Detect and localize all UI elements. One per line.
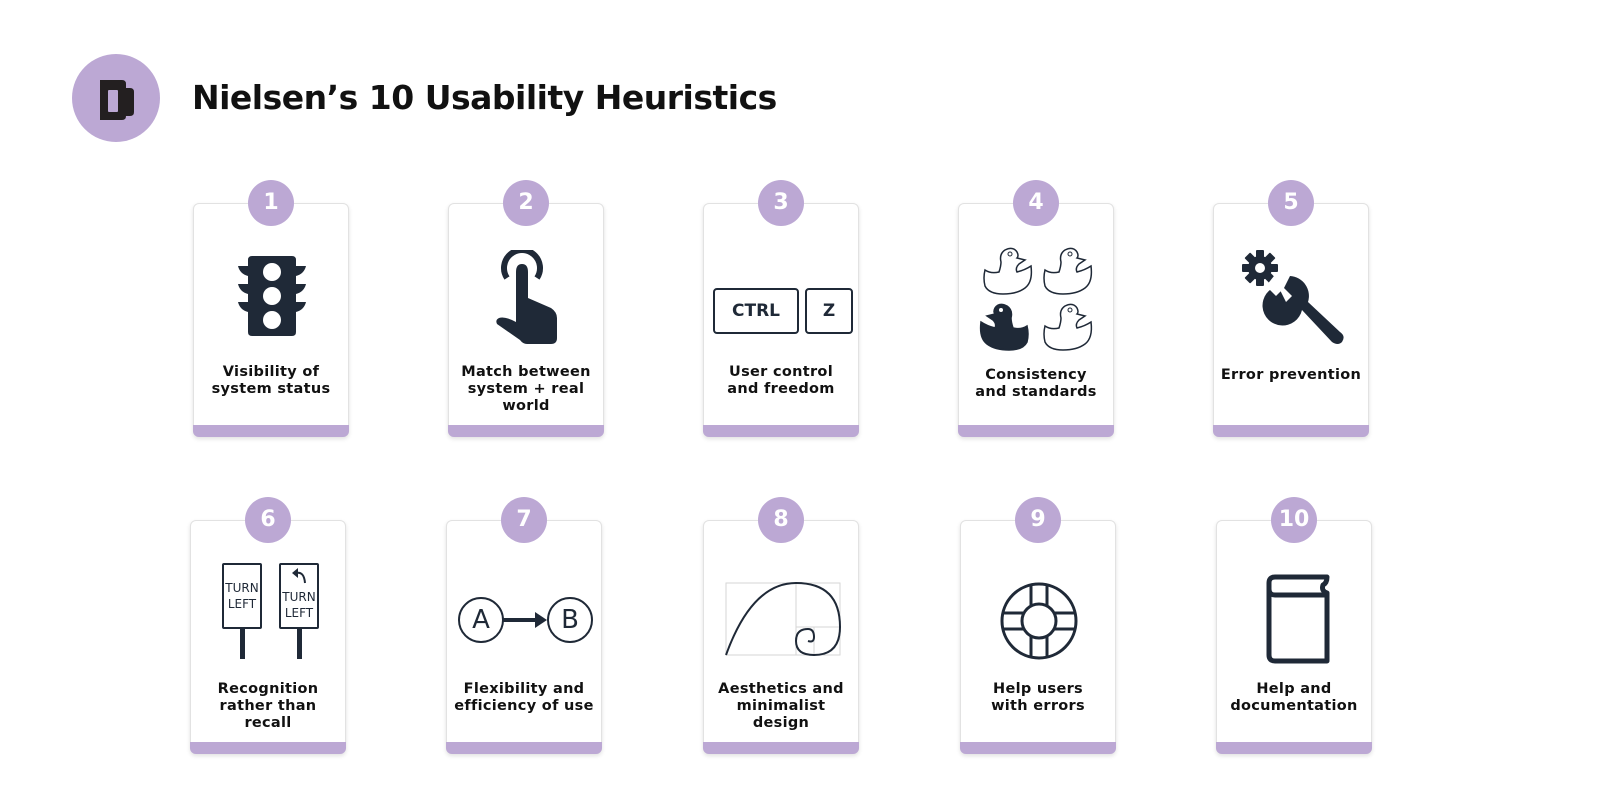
a-to-b-icon: A B [447, 597, 603, 647]
heuristic-label: Error prevention [1220, 367, 1362, 383]
ducks-icon [959, 244, 1115, 354]
gear-wrench-icon [1214, 248, 1370, 358]
sign-post [297, 629, 302, 659]
number-badge: 5 [1268, 180, 1314, 226]
heuristic-label: Help users with errors [991, 681, 1085, 714]
z-key: Z [805, 288, 853, 334]
heuristic-label: Flexibility and efficiency of use [454, 681, 594, 714]
card-accent-bar [1213, 425, 1369, 437]
heuristic-card-6: 6 TURN LEFT TURN LEFT Recognition rather… [190, 497, 347, 754]
page-title: Nielsen’s 10 Usability Heuristics [192, 78, 777, 117]
card-accent-bar [190, 742, 346, 754]
heuristic-card-1: 1 Visibility of system status [193, 180, 350, 437]
sign-with-arrow: TURN LEFT [279, 563, 319, 629]
card-accent-bar [446, 742, 602, 754]
heuristic-card-3: 3 CTRL Z User control and freedom [703, 180, 860, 437]
number-badge: 10 [1271, 497, 1317, 543]
arrow-right-icon [503, 612, 547, 628]
heuristic-card-2: 2 Match between system + real world [448, 180, 605, 437]
number-badge: 3 [758, 180, 804, 226]
number-badge: 9 [1015, 497, 1061, 543]
node-a: A [458, 597, 504, 643]
life-ring-icon [961, 581, 1117, 691]
heuristic-card-10: 10 Help and documentation [1216, 497, 1373, 754]
card-accent-bar [193, 425, 349, 437]
heuristic-card-7: 7 A B Flexibility and efficiency of use [446, 497, 603, 754]
tap-finger-icon [449, 250, 605, 360]
sign-post [240, 629, 245, 659]
card-accent-bar [958, 425, 1114, 437]
sign-text-only: TURN LEFT [222, 563, 262, 629]
node-b: B [547, 597, 593, 643]
ctrl-z-keys-icon: CTRL Z [704, 288, 860, 336]
heuristic-label: Help and documentation [1230, 681, 1358, 714]
number-badge: 7 [501, 497, 547, 543]
heuristic-label: Consistency and standards [975, 367, 1097, 400]
number-badge: 6 [245, 497, 291, 543]
ctrl-key: CTRL [713, 288, 799, 334]
logo [72, 54, 160, 142]
turn-left-signs-icon: TURN LEFT TURN LEFT [191, 563, 347, 673]
nn-logo-icon [100, 80, 134, 120]
number-badge: 1 [248, 180, 294, 226]
card-accent-bar [703, 425, 859, 437]
traffic-light-icon [194, 252, 350, 362]
heuristic-card-4: 4 Consistency and standards [958, 180, 1115, 437]
heuristic-label: User control and freedom [727, 364, 835, 397]
card-accent-bar [960, 742, 1116, 754]
golden-spiral-icon [704, 581, 860, 691]
heuristic-label: Match between system + real world [461, 364, 591, 414]
heuristic-card-5: 5 Error prevention [1213, 180, 1370, 437]
book-icon [1217, 571, 1373, 681]
heuristic-label: Recognition rather than recall [217, 681, 319, 731]
turn-left-arrow-icon [292, 568, 306, 584]
card-accent-bar [703, 742, 859, 754]
number-badge: 2 [503, 180, 549, 226]
number-badge: 8 [758, 497, 804, 543]
heuristic-card-9: 9 Help users with errors [960, 497, 1117, 754]
heuristic-card-8: 8 Aesthetics and minimalist design [703, 497, 860, 754]
number-badge: 4 [1013, 180, 1059, 226]
heuristic-label: Aesthetics and minimalist design [718, 681, 844, 731]
card-accent-bar [1216, 742, 1372, 754]
heuristic-label: Visibility of system status [211, 364, 331, 397]
card-accent-bar [448, 425, 604, 437]
